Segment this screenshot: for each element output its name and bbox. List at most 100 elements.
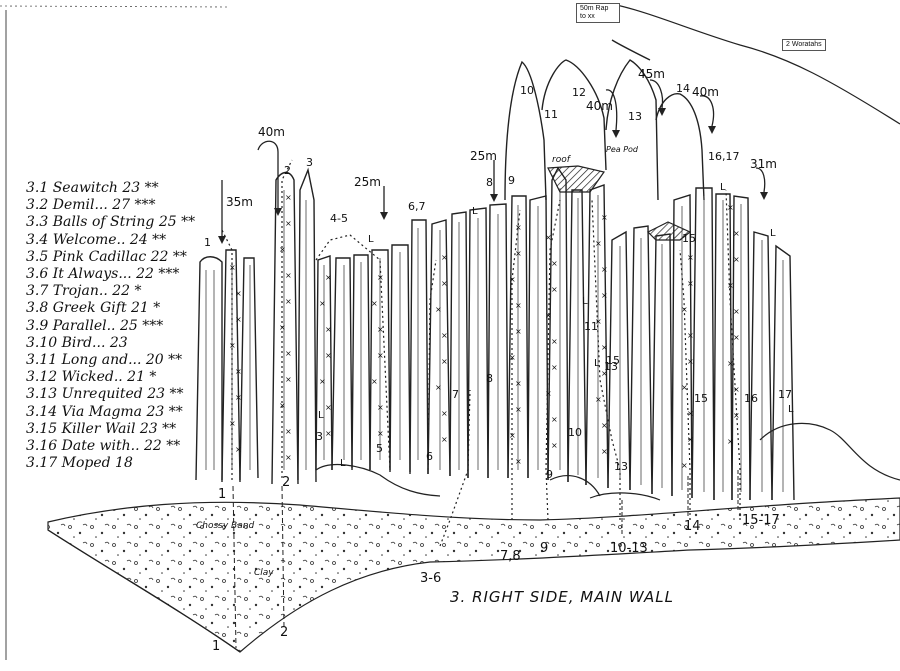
bolt-mark: ×	[733, 411, 740, 420]
belay-mark: L	[594, 358, 600, 369]
bolt-mark: ×	[441, 279, 448, 288]
belay-mark: L	[368, 234, 374, 245]
bolt-marks: × × × × × × × × × × × × × × × × × × × × × × × × × × × × × × × × × × × × × × × ×…	[229, 193, 740, 470]
route-number-label: 12	[572, 86, 586, 99]
route-number-label: 13	[614, 460, 628, 473]
route-number-label: 17	[778, 388, 792, 401]
bolt-mark: ×	[319, 299, 326, 308]
belay-mark: L	[472, 206, 478, 217]
label-clay: Clay	[254, 568, 274, 578]
bolt-mark: ×	[687, 253, 694, 262]
bolt-mark: ×	[727, 281, 734, 290]
route-number-label: 15	[682, 232, 696, 245]
bolt-mark: ×	[235, 367, 242, 376]
rap-length-label: 40m	[692, 85, 719, 99]
bolt-mark: ×	[279, 323, 286, 332]
right-columns	[607, 187, 795, 501]
bolt-mark: ×	[733, 385, 740, 394]
bolt-mark: ×	[551, 285, 558, 294]
summit-towers	[504, 39, 705, 201]
rap-note: 50m Rap to xx	[576, 3, 620, 23]
bolt-mark: ×	[515, 223, 522, 232]
bolt-mark: ×	[733, 333, 740, 342]
bolt-mark: ×	[601, 447, 608, 456]
bolt-mark: ×	[325, 403, 332, 412]
legend-item: 3.5 Pink Cadillac 22 **	[26, 248, 187, 265]
base-number-label: 9	[540, 541, 548, 556]
base-number-label: 2	[280, 625, 288, 640]
bolt-mark: ×	[509, 431, 516, 440]
bolt-mark: ×	[285, 375, 292, 384]
route-number-label: 16	[744, 392, 758, 405]
bolt-mark: ×	[601, 421, 608, 430]
label-roof: roof	[552, 155, 572, 165]
route-number-label: 1	[204, 236, 211, 249]
bolt-mark: ×	[441, 331, 448, 340]
bolt-mark: ×	[285, 219, 292, 228]
rap-length-label: 40m	[586, 99, 613, 113]
route-number-label: 4-5	[330, 212, 348, 225]
bolt-mark: ×	[601, 291, 608, 300]
legend-item: 3.2 Demil... 27 ***	[26, 197, 156, 214]
bolt-mark: ×	[441, 409, 448, 418]
bolt-mark: ×	[601, 343, 608, 352]
bolt-mark: ×	[279, 245, 286, 254]
legend-item: 3.11 Long and... 20 **	[26, 352, 183, 369]
rap-length-label: 31m	[750, 157, 777, 171]
rap-length-label: 25m	[470, 149, 497, 163]
belay-mark: L	[770, 228, 776, 239]
bolt-mark: ×	[441, 435, 448, 444]
route-number-label: 3	[316, 430, 323, 443]
bolt-mark: ×	[285, 427, 292, 436]
route-number-label: 2	[284, 164, 291, 177]
legend-item: 3.1 Seawitch 23 **	[26, 180, 159, 196]
bolt-mark: ×	[377, 325, 384, 334]
legend-item: 3.13 Unrequited 23 **	[26, 386, 184, 403]
bolt-mark: ×	[733, 229, 740, 238]
rap-length-label: 35m	[226, 195, 253, 209]
bolt-mark: ×	[515, 327, 522, 336]
legend-item: 3.10 Bird... 23	[26, 334, 128, 351]
rap-arrows	[221, 79, 766, 236]
legend-item: 3.17 Moped 18	[26, 455, 133, 472]
route-number-label: 6	[426, 450, 433, 463]
route-number-label: 16,17	[708, 150, 740, 163]
bolt-mark: ×	[325, 325, 332, 334]
bolt-mark: ×	[733, 307, 740, 316]
bolt-mark: ×	[325, 429, 332, 438]
bolt-mark: ×	[319, 377, 326, 386]
bolt-mark: ×	[515, 301, 522, 310]
rap-arrow-heads	[218, 108, 768, 244]
bolt-mark: ×	[545, 233, 552, 242]
route-number-label: 9	[546, 468, 553, 481]
bolt-mark: ×	[601, 213, 608, 222]
base-number-label: 2	[282, 475, 290, 490]
belay-mark: L	[720, 182, 726, 193]
center-column-cracks	[439, 188, 599, 478]
route-legend: 3.1 Seawitch 23 **3.2 Demil... 27 ***3.3…	[26, 180, 246, 472]
route-number-label: 14	[676, 82, 690, 95]
top-edge-line	[0, 5, 231, 8]
roof-block	[547, 165, 606, 193]
bolt-mark: ×	[325, 351, 332, 360]
bolt-mark: ×	[681, 305, 688, 314]
route-number-label: 13	[628, 110, 642, 123]
bolt-mark: ×	[551, 259, 558, 268]
left-column-cracks	[205, 190, 419, 470]
bolt-mark: ×	[377, 273, 384, 282]
legend-item: 3.16 Date with.. 22 **	[26, 438, 181, 455]
bolt-mark: ×	[235, 445, 242, 454]
base-number-label: 1	[218, 487, 226, 502]
slope-base-line	[47, 529, 241, 653]
bolt-mark: ×	[727, 359, 734, 368]
legend-item: 3.12 Wicked.. 21 *	[26, 369, 157, 386]
base-number-label: 15-17	[742, 513, 780, 528]
belay-mark: L	[582, 296, 588, 307]
belay-mark: L	[318, 410, 324, 421]
bolt-mark: ×	[229, 419, 236, 428]
ridge-line	[611, 3, 900, 125]
bolt-mark: ×	[441, 357, 448, 366]
base-boulders	[315, 422, 900, 501]
